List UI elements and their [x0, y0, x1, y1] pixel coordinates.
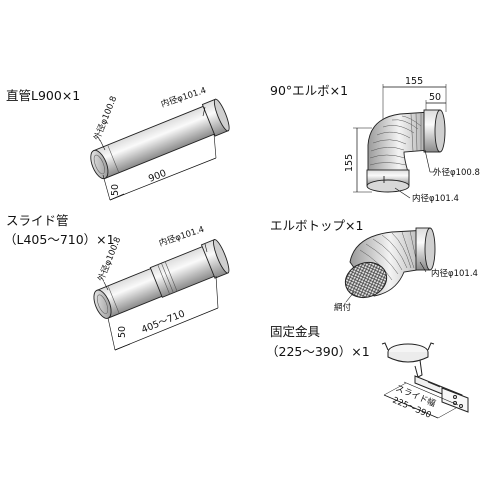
elbow-top-mesh: [344, 261, 388, 299]
elbow-top-drawing: [344, 227, 436, 299]
straight-pipe-inner-diameter: 内径φ101.4: [160, 85, 208, 110]
straight-pipe-length-dimline: [109, 157, 217, 201]
fixing-bracket-drawing: [381, 342, 469, 413]
slide-pipe-length-dimline: [114, 307, 219, 351]
slide-pipe-end-length: 50: [117, 326, 128, 338]
elbow-90-group: 90°エルボ×1 155 50 155: [270, 76, 480, 204]
elbow-90-outer-diameter: 外径φ100.8: [433, 167, 480, 178]
straight-pipe-drawing: [90, 98, 230, 180]
elbow-90-height: 155: [344, 154, 355, 172]
elbow-top-inner-diameter: 内径φ101.4: [431, 268, 478, 279]
elbow-90-width: 155: [405, 76, 423, 87]
elbow-90-drawing: [366, 109, 446, 193]
slide-pipe-group: スライド管 （L405～710）×1 405～710 50 外径φ100.8 内…: [4, 213, 230, 351]
slide-pipe-drawing: [93, 239, 230, 319]
straight-pipe-title: 直管L900×1: [6, 88, 80, 103]
fixing-bracket-group: 固定金具 （225～390）×1 スライド幅 225～390: [266, 324, 469, 421]
elbow-top-group: エルボトップ×1 内径φ101.4 網付: [270, 218, 478, 313]
straight-pipe-outer-diameter: 外径φ100.8: [92, 94, 120, 142]
fixing-bracket-slide-dimline: [383, 394, 439, 419]
elbow-top-mesh-label: 網付: [334, 302, 352, 313]
slide-pipe-title-1: スライド管: [6, 213, 69, 228]
slide-pipe-inner-diameter: 内径φ101.4: [158, 224, 206, 249]
straight-pipe-end-length: 50: [110, 184, 121, 196]
elbow-top-title: エルボトップ×1: [270, 218, 363, 233]
fixing-bracket-title-1: 固定金具: [270, 324, 321, 339]
elbow-90-inner-diameter: 内径φ101.4: [412, 193, 459, 204]
elbow-90-title: 90°エルボ×1: [270, 83, 348, 98]
fixing-bracket-title-2: （225～390）×1: [266, 344, 370, 359]
elbow-90-end-width: 50: [429, 92, 441, 103]
straight-pipe-group: 直管L900×1 900 50 外径φ100.8 内径φ101.4: [6, 85, 230, 201]
slide-pipe-length: 405～710: [140, 308, 187, 335]
straight-pipe-length: 900: [147, 168, 168, 185]
slide-pipe-title-2: （L405～710）×1: [4, 232, 115, 247]
